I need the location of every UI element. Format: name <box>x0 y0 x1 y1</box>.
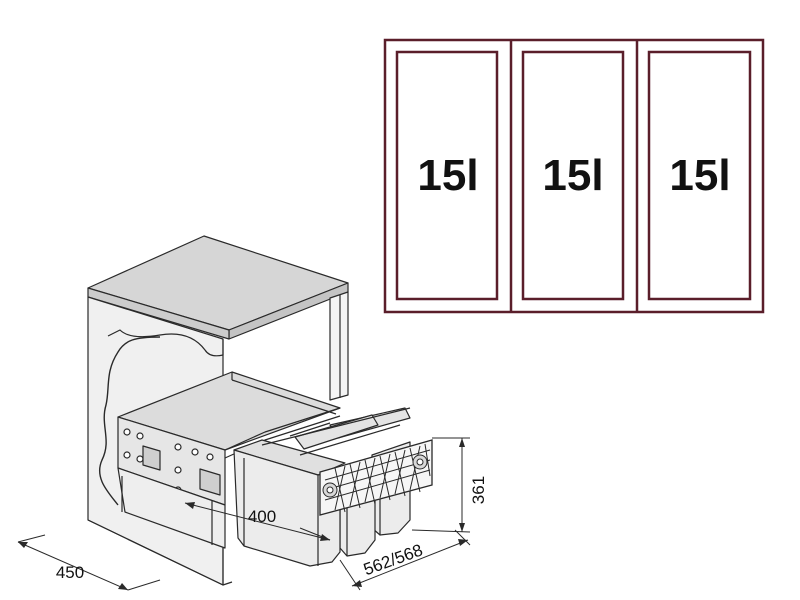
pullout-frame <box>117 371 341 549</box>
dimension-arrows <box>18 438 468 590</box>
countertop-cutout <box>107 329 224 357</box>
countertop-left-edge <box>87 287 230 340</box>
plan-bin-1 <box>395 50 499 301</box>
lower-bracket <box>117 467 226 549</box>
power-cable <box>99 336 161 506</box>
dimension-cabinet-depth: 450 <box>56 563 84 582</box>
dimension-inner-width: 400 <box>248 507 276 526</box>
plan-bin-3 <box>647 50 752 301</box>
dimension-lines <box>17 437 471 591</box>
cabinet-right-panel <box>329 291 349 401</box>
plan-bin-2 <box>521 50 625 301</box>
plan-outer-frame <box>383 38 765 314</box>
plan-view <box>383 38 765 314</box>
dimension-height: 361 <box>469 476 488 504</box>
bin-3-capacity: 15l <box>669 151 730 200</box>
bins <box>233 407 411 567</box>
bin-2-capacity: 15l <box>542 151 603 200</box>
bin-1-capacity: 15l <box>417 151 478 200</box>
front-grid-panel <box>319 439 433 516</box>
bin-1 <box>233 439 346 567</box>
